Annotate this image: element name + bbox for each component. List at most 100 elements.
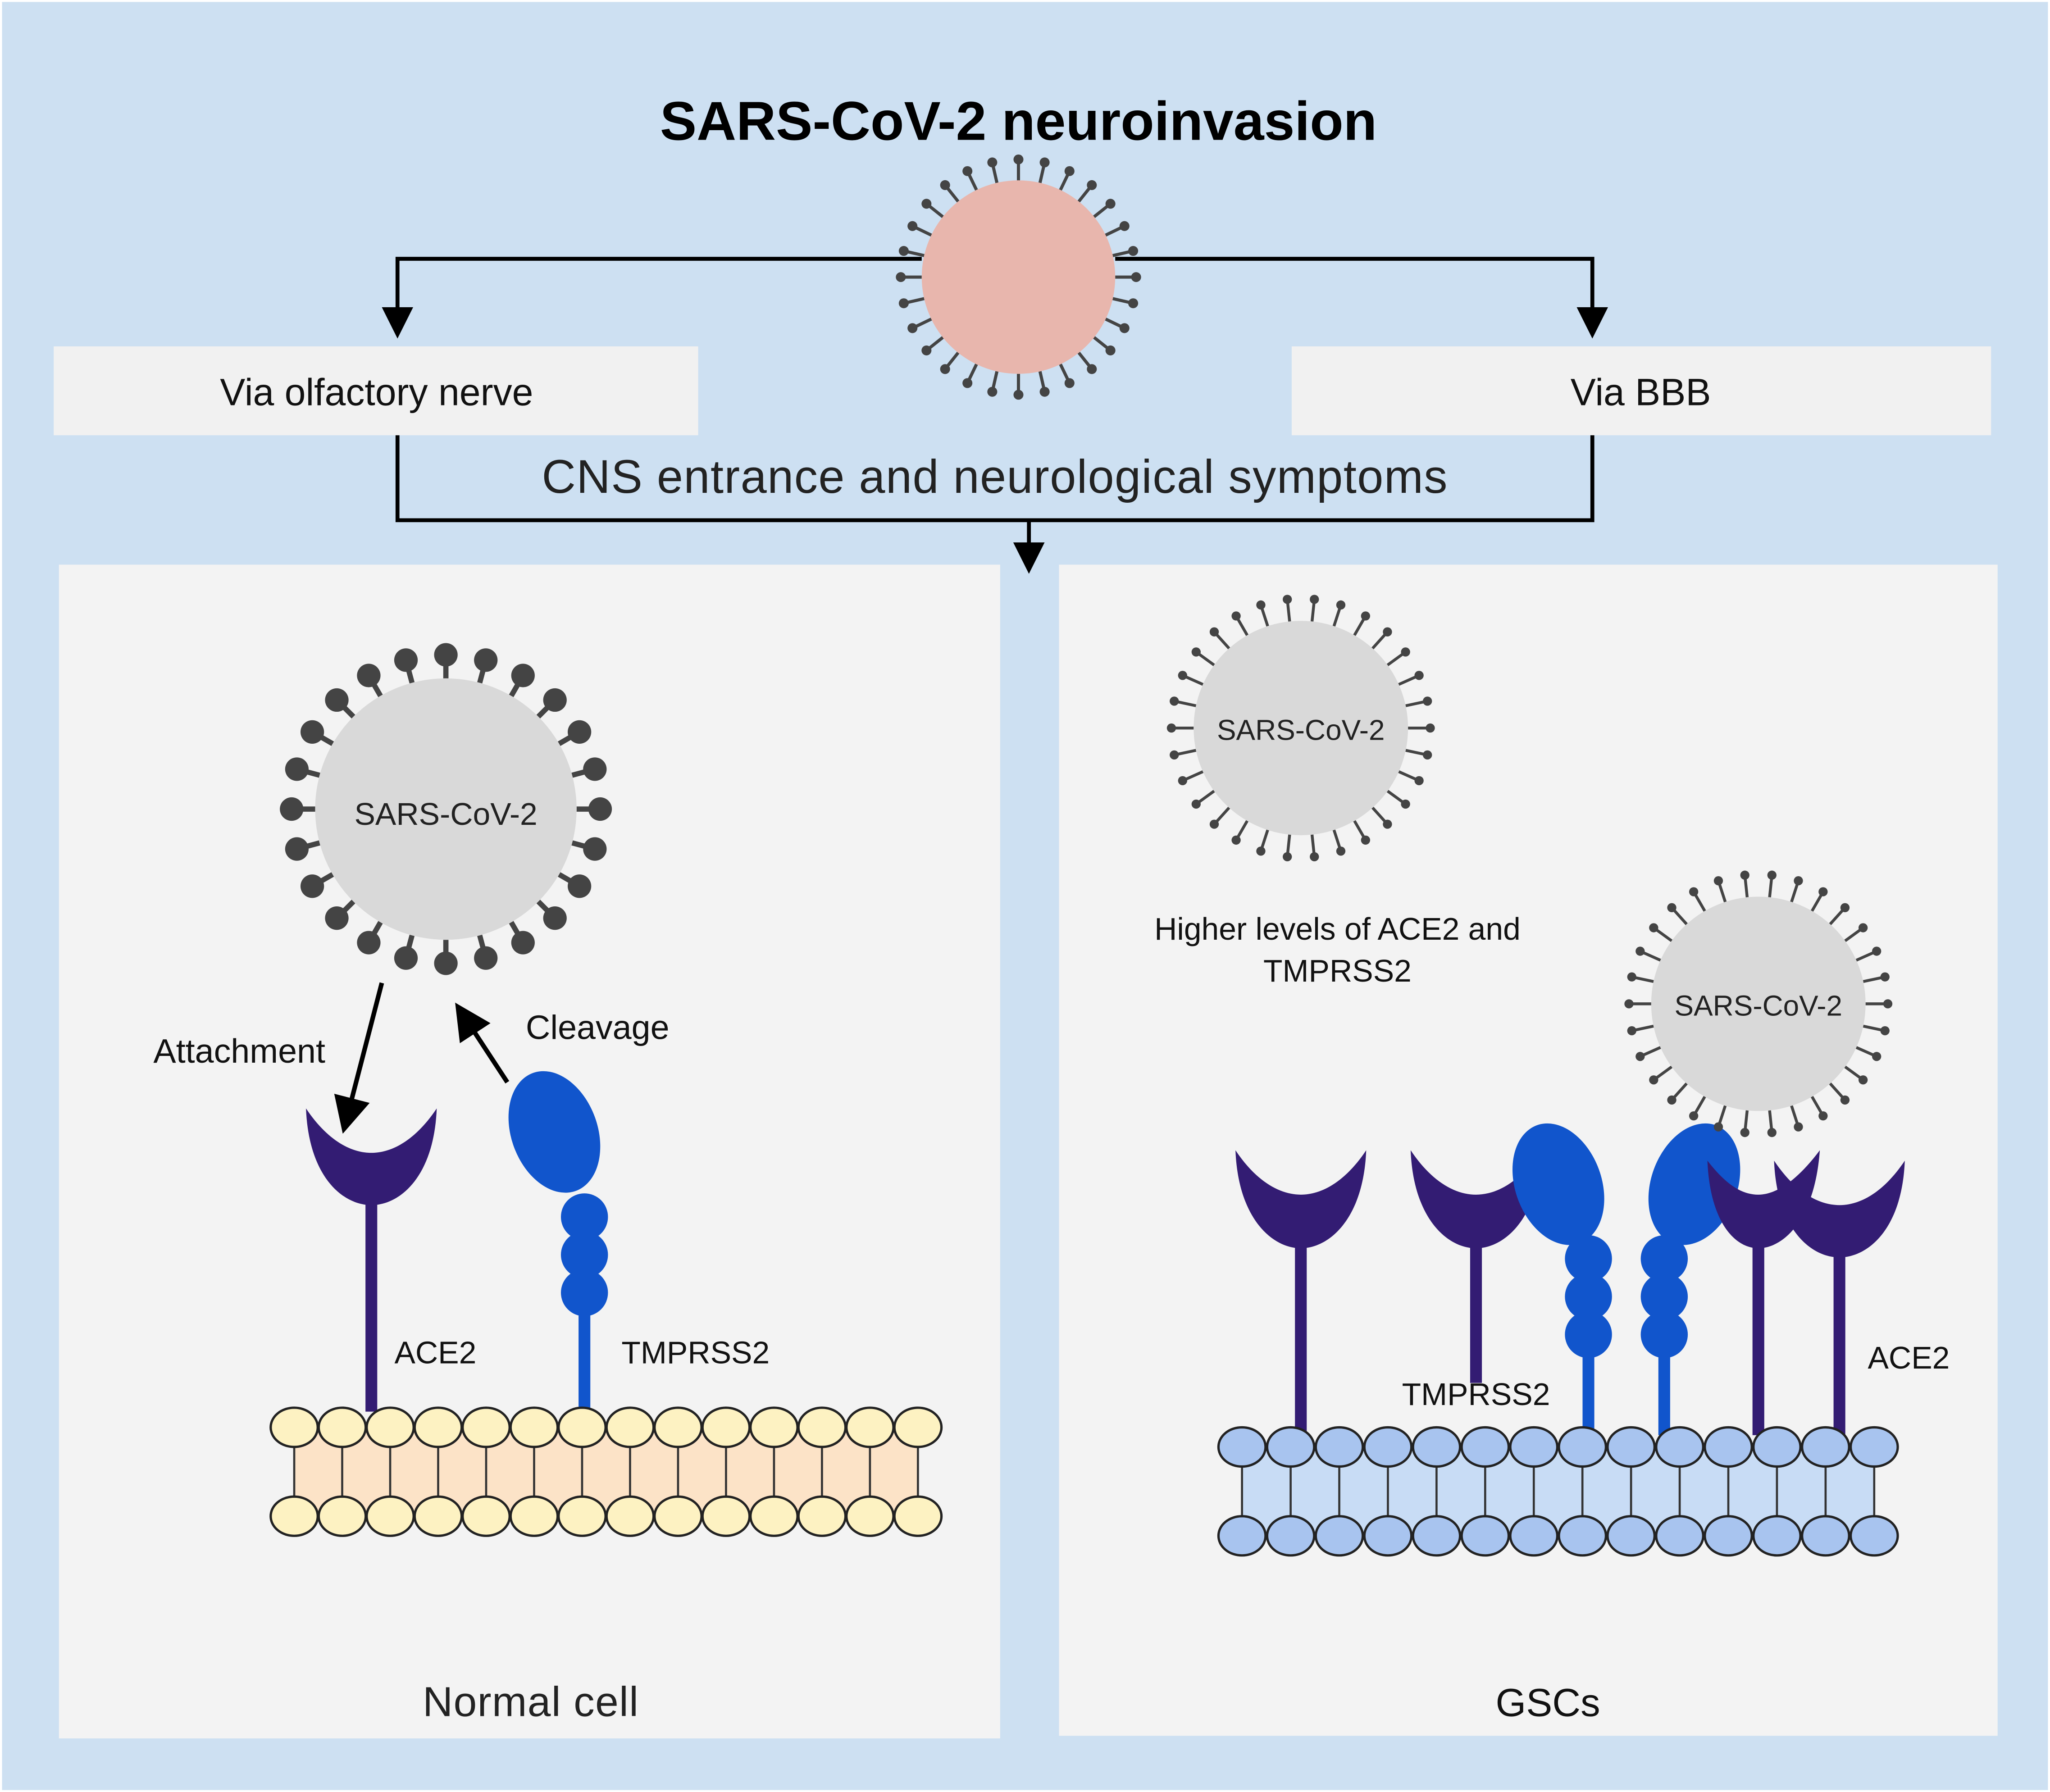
lipid-head	[461, 1495, 511, 1537]
spike-knob	[1858, 923, 1868, 932]
spike-knob	[1231, 611, 1241, 621]
lipid-head	[1606, 1515, 1656, 1557]
spike-knob	[1880, 1026, 1890, 1036]
lipid-head	[749, 1406, 799, 1448]
gsc-label: GSCs	[1496, 1681, 1600, 1725]
lipid-head	[1314, 1515, 1364, 1557]
lipid-head	[317, 1495, 367, 1537]
lipid-head	[605, 1406, 655, 1448]
spike-knob	[1883, 999, 1893, 1009]
lipid-head	[1752, 1426, 1802, 1468]
spike-knob	[1013, 390, 1024, 400]
spike-knob	[1128, 298, 1139, 309]
spike-knob	[1170, 750, 1179, 760]
spike-knob	[1256, 846, 1266, 856]
lipid-head	[1849, 1515, 1899, 1557]
spike-knob	[280, 797, 304, 821]
lipid-head	[1363, 1515, 1413, 1557]
spike-knob	[896, 272, 906, 282]
lipid-head	[653, 1406, 703, 1448]
gsc-note-line2: TMPRSS2	[1263, 953, 1412, 988]
tmprss2-protein-gsc-1	[1512, 1123, 1612, 1435]
sars-cov-2-virus-icon	[896, 154, 1141, 400]
diagram-title: SARS-CoV-2 neuroinvasion	[660, 90, 1377, 151]
normal-cell-label: Normal cell	[423, 1678, 639, 1725]
lipid-head	[1752, 1515, 1802, 1557]
spike-knob	[1191, 799, 1201, 809]
lipid-head	[413, 1406, 463, 1448]
spike-knob	[394, 946, 418, 970]
lipid-head	[509, 1406, 559, 1448]
spike-knob	[325, 906, 349, 930]
spike-knob	[921, 199, 932, 209]
lipid-head	[893, 1406, 943, 1448]
sars-cov-2-virus-gsc-2	[1624, 870, 1893, 1137]
attachment-label: Attachment	[153, 1032, 325, 1070]
lipid-head	[1704, 1426, 1753, 1468]
lipid-head	[1801, 1515, 1850, 1557]
spike-knob	[1767, 1128, 1777, 1137]
spike-knob	[1872, 946, 1881, 956]
route-box-olfactory	[54, 346, 698, 436]
spike-knob	[474, 946, 498, 970]
spike-knob	[1624, 999, 1634, 1009]
spike-knob	[1627, 972, 1636, 982]
route-connector	[382, 257, 1608, 339]
lipid-head	[269, 1406, 319, 1448]
lipid-head	[317, 1406, 367, 1448]
lipid-head	[893, 1495, 943, 1537]
spike-knob	[1039, 157, 1050, 168]
lipid-head	[1217, 1426, 1267, 1468]
spike-knob	[1256, 600, 1266, 610]
spike-knob	[1649, 923, 1658, 932]
spike-knob	[1713, 1122, 1723, 1132]
spike-knob	[1794, 1122, 1803, 1132]
lipid-head	[1460, 1426, 1510, 1468]
lipid-head	[749, 1495, 799, 1537]
spike-knob	[543, 906, 567, 930]
spike-knob	[1840, 903, 1850, 913]
spike-knob	[1178, 671, 1187, 680]
lipid-head	[1704, 1515, 1753, 1557]
spike-knob	[907, 323, 918, 333]
spike-knob	[1426, 723, 1435, 733]
spike-knob	[1191, 647, 1201, 657]
spike-knob	[1872, 1052, 1881, 1061]
lipid-head	[845, 1406, 895, 1448]
cell-membrane-gsc	[1217, 1426, 1899, 1557]
attachment-arrow	[334, 982, 384, 1134]
lipid-head	[701, 1495, 751, 1537]
spike-knob	[511, 931, 535, 955]
ace2-receptor-normal	[306, 1108, 437, 1412]
spike-knob	[940, 180, 950, 190]
spike-knob	[285, 757, 309, 781]
ace2-receptor-gsc-2	[1410, 1150, 1542, 1383]
spike-knob	[1414, 776, 1424, 786]
spike-knob	[325, 688, 349, 712]
spike-knob	[434, 951, 458, 975]
ace2-receptor-gsc-1	[1235, 1150, 1367, 1435]
lipid-head	[1801, 1426, 1850, 1468]
spike-knob	[987, 157, 998, 168]
spike-knob	[1131, 272, 1141, 282]
virus-body	[315, 678, 577, 940]
spike-knob	[1209, 627, 1219, 637]
lipid-head	[1314, 1426, 1364, 1468]
lipid-head	[461, 1406, 511, 1448]
spike-knob	[1087, 180, 1097, 190]
gsc-note-line1: Higher levels of ACE2 and	[1154, 911, 1521, 946]
spike-knob	[1178, 776, 1187, 786]
spike-knob	[300, 720, 324, 744]
spike-knob	[1013, 154, 1024, 165]
spike-knob	[1858, 1075, 1868, 1085]
lipid-head	[1266, 1426, 1316, 1468]
spike-knob	[1423, 696, 1432, 706]
cns-entrance-label: CNS entrance and neurological symptoms	[542, 450, 1448, 503]
lipid-head	[1849, 1426, 1899, 1468]
spike-knob	[1414, 671, 1424, 680]
spike-knob	[1649, 1075, 1658, 1085]
tmprss2-protein-gsc-2	[1640, 1123, 1740, 1435]
spike-knob	[1064, 378, 1075, 388]
